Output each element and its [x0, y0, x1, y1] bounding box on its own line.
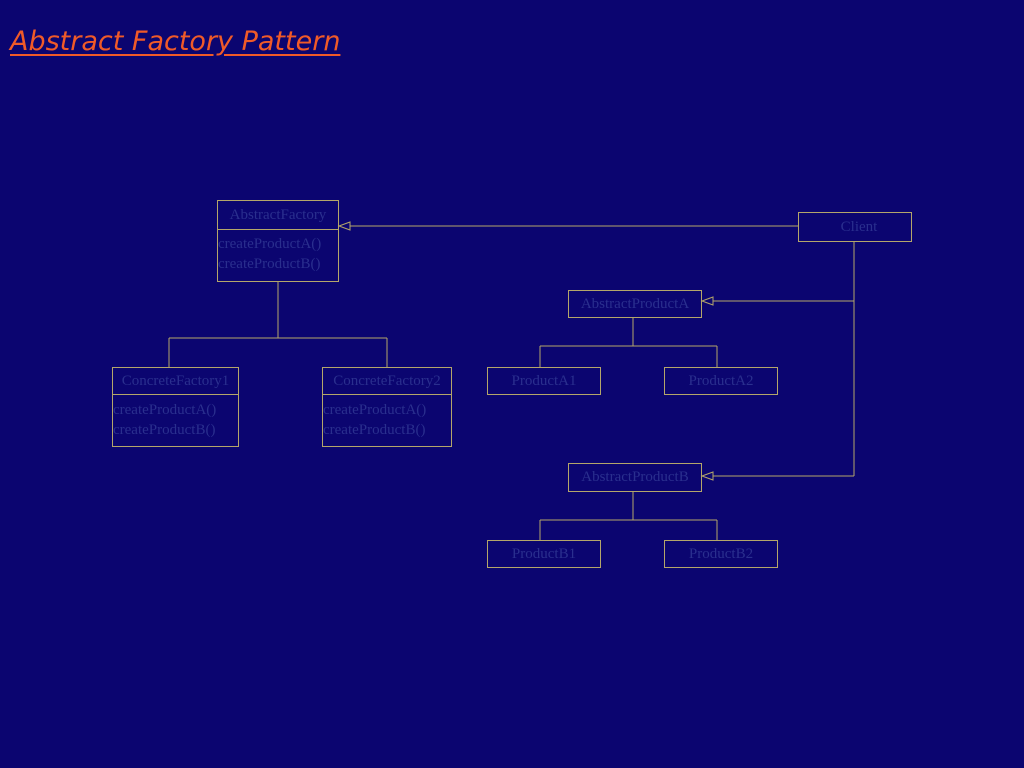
product-a1-name: ProductA1: [511, 373, 577, 389]
operation: createProductA(): [218, 236, 322, 252]
abstract-factory-name: AbstractFactory: [229, 207, 327, 223]
arrowhead-abstract-product-b: [700, 471, 714, 481]
abstract-product-b-class: AbstractProductB: [568, 463, 702, 492]
concrete-factory-2-operations: createProductA() createProductB(): [323, 394, 451, 440]
client-name: Client: [840, 219, 878, 235]
product-a1-class: ProductA1: [487, 367, 601, 395]
concrete-factory-1-class: ConcreteFactory1 createProductA() create…: [112, 367, 239, 447]
abstract-factory-class: AbstractFactory createProductA() createP…: [217, 200, 339, 282]
operation: createProductA(): [113, 402, 217, 418]
concrete-factory-2-class: ConcreteFactory2 createProductA() create…: [322, 367, 452, 447]
operation: createProductB(): [218, 256, 321, 272]
abstract-product-b-name: AbstractProductB: [581, 469, 689, 485]
product-a2-class: ProductA2: [664, 367, 778, 395]
product-b2-name: ProductB2: [688, 546, 754, 562]
product-b1-name: ProductB1: [511, 546, 577, 562]
concrete-factory-1-name: ConcreteFactory1: [121, 373, 230, 389]
abstract-product-a-name: AbstractProductA: [580, 296, 690, 312]
concrete-factory-2-name: ConcreteFactory2: [333, 373, 441, 389]
abstract-product-a-class: AbstractProductA: [568, 290, 702, 318]
product-b2-class: ProductB2: [664, 540, 778, 568]
abstract-factory-operations: createProductA() createProductB(): [218, 229, 338, 274]
arrowhead-abstract-product-a: [700, 296, 714, 306]
operation: createProductB(): [113, 422, 216, 438]
page-title: Abstract Factory Pattern: [10, 26, 341, 57]
operation: createProductB(): [323, 422, 426, 438]
product-b1-class: ProductB1: [487, 540, 601, 568]
client-class: Client: [798, 212, 912, 242]
product-a2-name: ProductA2: [688, 373, 754, 389]
concrete-factory-1-operations: createProductA() createProductB(): [113, 394, 238, 440]
operation: createProductA(): [323, 402, 427, 418]
arrowhead-abstract-factory: [337, 221, 351, 231]
